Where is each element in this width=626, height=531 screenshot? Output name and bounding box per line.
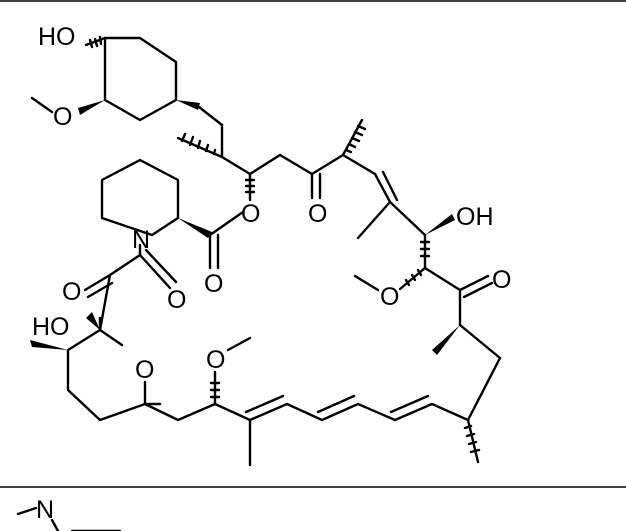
wedge-bond-ring-ch2 xyxy=(176,100,200,110)
bond-chome-ch2 xyxy=(176,402,217,422)
atom-label-o-ester-carbonyl: O xyxy=(204,270,223,298)
bond-ch2-chme2 xyxy=(466,356,502,422)
wedge-bond-methyl-pyran xyxy=(30,340,68,350)
bond-triene-5b xyxy=(244,394,285,414)
bond-ch-ester-carbon xyxy=(220,155,252,176)
atom-label-o-ketone-mid: O xyxy=(308,200,327,228)
bond-ch2-chain xyxy=(197,105,224,127)
atom-label-o-pyran: O xyxy=(135,356,154,384)
wedge-bond-methyl-right xyxy=(432,325,460,355)
bond-diketone-b-double-1 xyxy=(138,253,172,290)
bond-diketone-link xyxy=(108,253,142,277)
hash-bond-oh-top xyxy=(84,35,107,49)
atom-label-o-methoxy-right: O xyxy=(380,283,399,311)
bond-alkene-2 xyxy=(381,170,399,202)
hash-bond-ester-carbon-o xyxy=(244,172,256,202)
bond-alkene-choh xyxy=(388,200,427,237)
atom-label-o-ketone-b: O xyxy=(167,286,186,314)
wedge-bond-methoxy-left xyxy=(78,100,105,115)
cyclohexane-ring xyxy=(103,36,178,122)
bond-diketone-b-double-2 xyxy=(144,248,178,284)
bond-diketone-a-double-1 xyxy=(83,273,112,292)
atom-label-oh-right: OH xyxy=(456,203,494,231)
bond-triene-1a xyxy=(393,402,434,422)
bond-methoxy-methyl-bottom xyxy=(226,336,252,352)
bond-triene-4 xyxy=(285,402,324,422)
hash-bond-methoxy-right xyxy=(398,266,427,291)
atom-label-n-piperidine: N xyxy=(132,226,150,254)
hash-bond-methyl-chain xyxy=(176,132,224,159)
pyran-ring xyxy=(66,328,147,422)
bond-ch2-ketone xyxy=(278,153,314,176)
bond-n-methyl-fragment xyxy=(16,506,38,516)
hash-bond-choh-chome xyxy=(419,233,431,270)
hash-bond-methyl-bottom-right xyxy=(463,418,481,464)
bond-ketone-right-1 xyxy=(458,274,490,292)
bond-ch2-pyran xyxy=(143,402,180,422)
bond-diketone-a-double-2 xyxy=(86,281,114,299)
bond-triene-3a xyxy=(320,402,360,422)
bond-triene-5a xyxy=(248,402,289,422)
atom-label-o-methoxy-left: O xyxy=(53,103,72,131)
next-structure-fragment xyxy=(16,506,122,531)
bond-pyran-diketone xyxy=(98,273,112,332)
wedge-bond-piperidine-ester xyxy=(178,218,212,238)
bond-alkene-1 xyxy=(373,172,392,204)
piperidine-ring xyxy=(100,158,180,237)
bond-n-down-fragment xyxy=(50,518,60,531)
bond-chme-ch2 xyxy=(458,323,502,360)
bond-triene-chome xyxy=(213,402,252,422)
bond-ester-carbon-ch2 xyxy=(248,153,282,176)
bond-triene-3b xyxy=(316,394,356,414)
atom-label-o-ketone-a: O xyxy=(62,278,81,306)
bond-ch-alkene xyxy=(341,153,377,176)
atom-label-n-next-panel: N xyxy=(36,496,54,524)
wedge-bond-ho-pyran xyxy=(86,312,100,330)
atom-label-o-ketone-right: O xyxy=(492,266,511,294)
bond-alkene-methyl xyxy=(356,200,392,240)
bond-chome-ketone xyxy=(423,266,462,292)
bond-ketone-ch xyxy=(310,153,345,176)
bond-methoxy-methyl-right xyxy=(353,274,380,292)
hash-bond-methyl-top xyxy=(341,118,367,157)
bond-ketone-right-2 xyxy=(462,281,494,299)
rapamycin-analog-structure xyxy=(30,35,502,467)
bond-methoxy-methyl-left xyxy=(30,96,54,114)
hash-bond-methoxy-bottom xyxy=(209,370,221,406)
atom-label-ho-hemiketal: HO xyxy=(32,313,70,341)
bond-ester-c-o-ring xyxy=(208,210,245,237)
atom-label-ho-top: HO xyxy=(38,23,76,51)
wedge-bond-oh-right xyxy=(425,214,455,235)
bond-chme2-triene xyxy=(430,402,470,422)
bond-triene-2 xyxy=(356,402,397,422)
atom-label-o-methoxy-bottom: O xyxy=(206,346,225,374)
bond-triene-1b xyxy=(389,394,430,414)
atom-label-o-ester-ring: O xyxy=(241,200,260,228)
